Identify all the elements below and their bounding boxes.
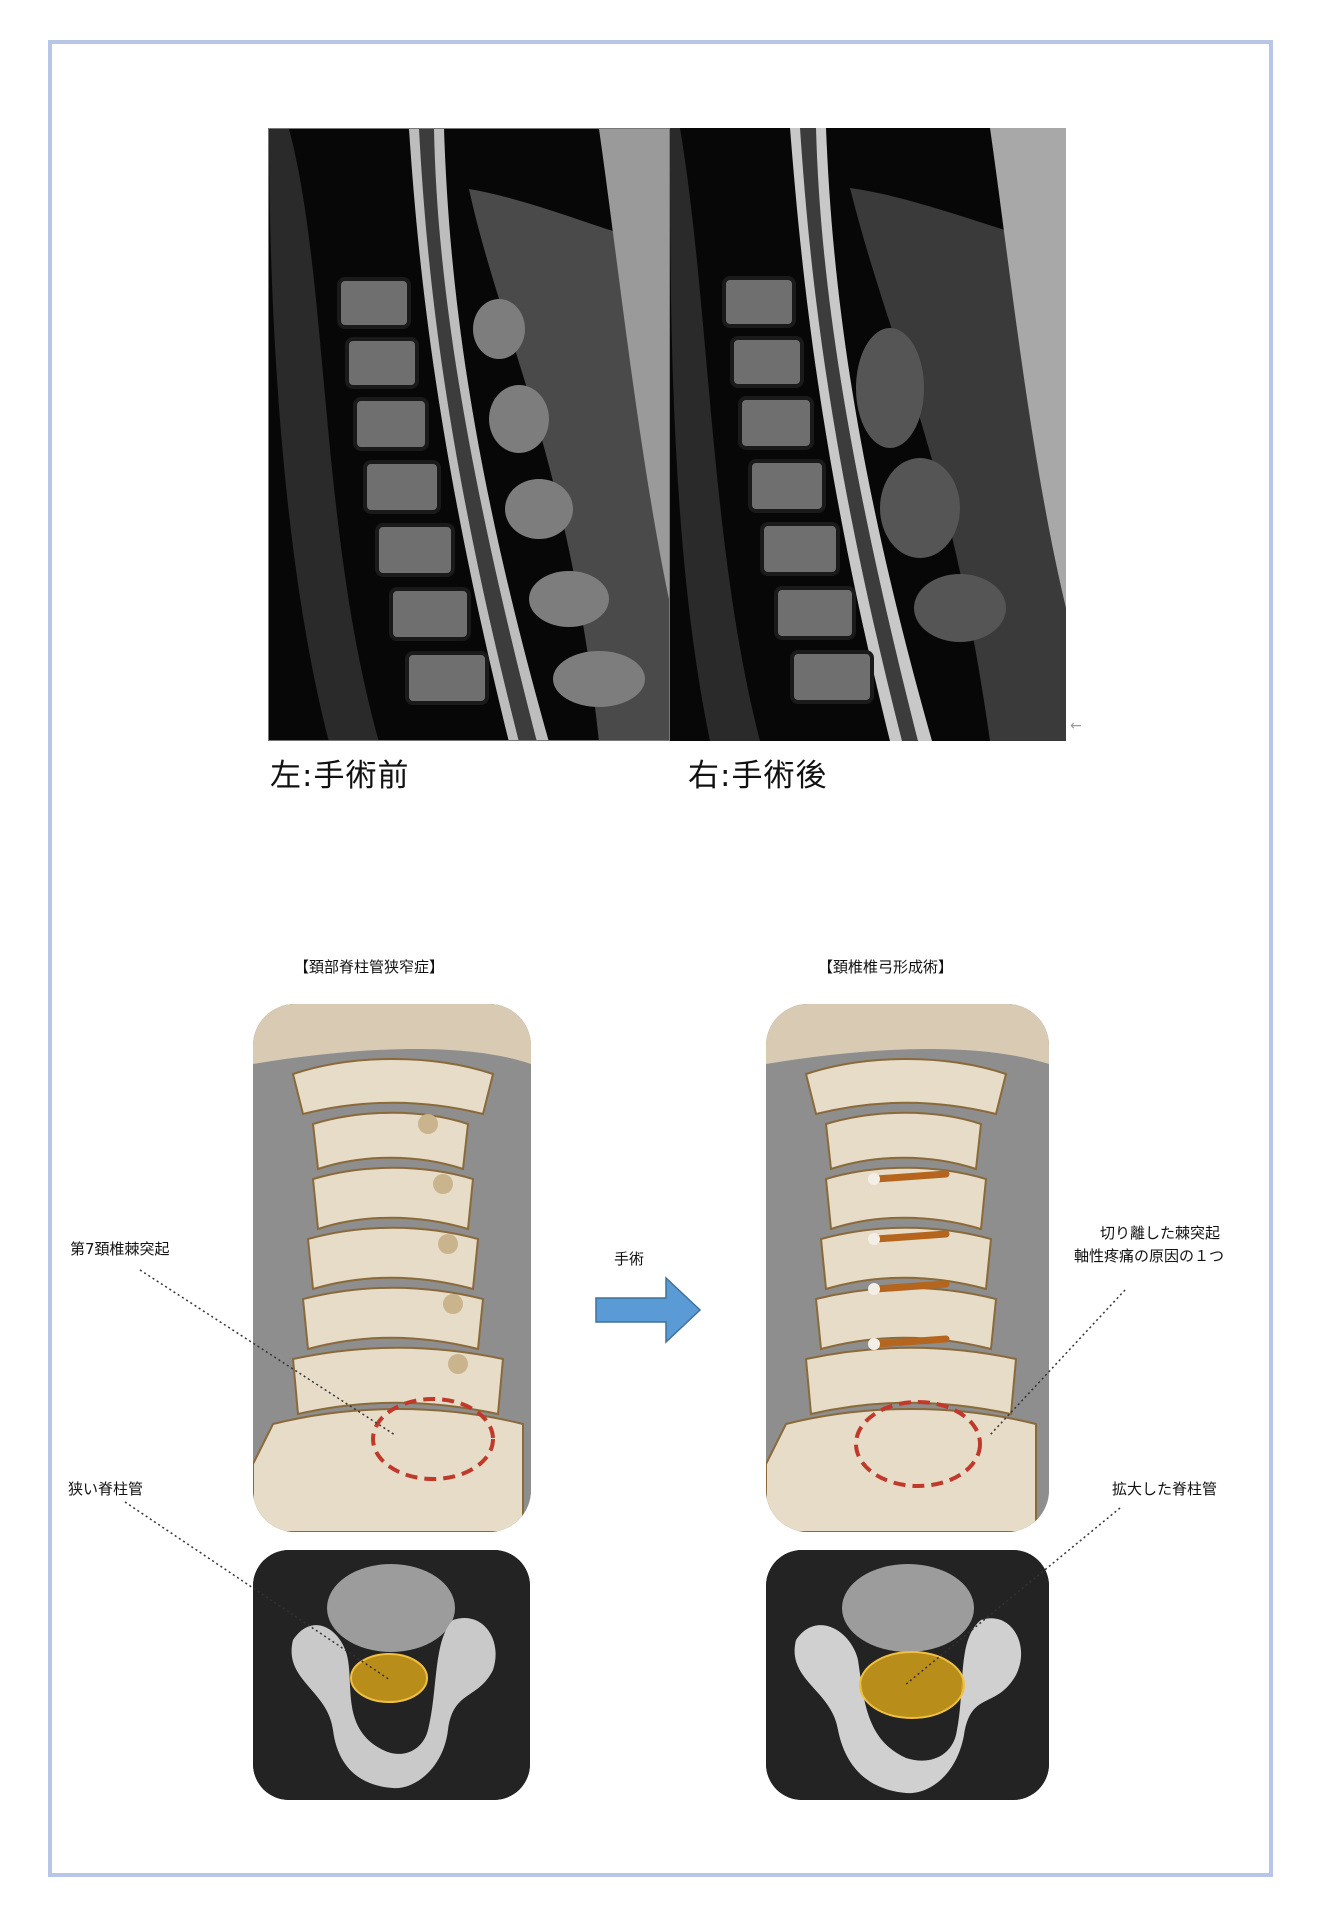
corner-mark: ←: [1070, 718, 1083, 734]
label-spinous-c7: 第7頚椎棘突起: [70, 1240, 170, 1258]
mri-preop-image: [268, 128, 670, 741]
mri-postop-caption: 右:手術後: [688, 758, 828, 794]
label-narrow-canal: 狭い脊柱管: [68, 1480, 144, 1498]
label-cut-spinous-1: 切り離した棘突起: [1100, 1224, 1221, 1242]
diagram-left-title: 【頚部脊柱管狭窄症】: [294, 958, 445, 976]
diagram-right-title: 【頚椎椎弓形成術】: [818, 958, 954, 976]
ct-axial-postop-image: [766, 1550, 1049, 1800]
ct3d-preop-image: [253, 1004, 531, 1532]
right-arrow-icon: [595, 1276, 702, 1344]
arrow-label: 手術: [614, 1250, 645, 1268]
mri-postop-image: [670, 128, 1066, 741]
mri-preop-caption: 左:手術前: [270, 758, 410, 794]
label-expanded-canal: 拡大した脊柱管: [1112, 1480, 1218, 1498]
label-cut-spinous-2: 軸性疼痛の原因の１つ: [1074, 1247, 1225, 1265]
ct3d-postop-image: [766, 1004, 1049, 1532]
ct-axial-preop-image: [253, 1550, 530, 1800]
